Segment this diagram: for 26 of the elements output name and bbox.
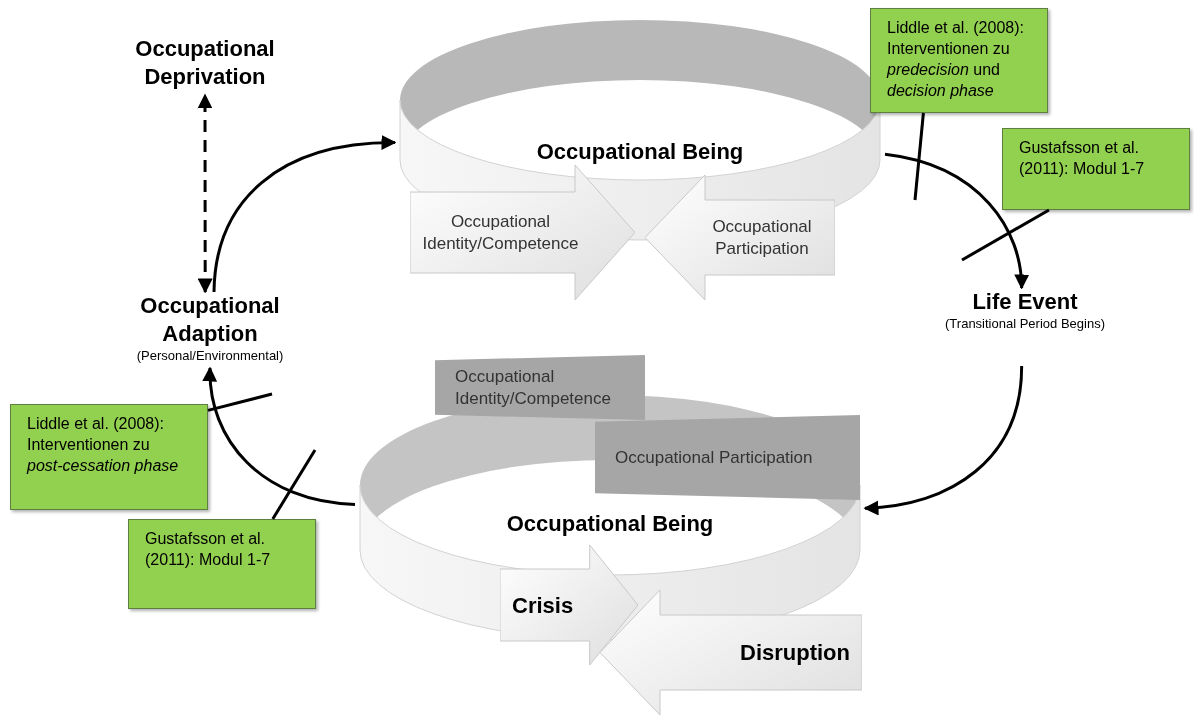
cycle-title: Occupational Being: [506, 510, 714, 538]
stage-label: Occupational Deprivation: [134, 35, 276, 91]
reference-note: Liddle et al. (2008): Interventionen zu predecision und decision phase: [870, 8, 1048, 113]
stage-label: Occupational Adaption: [139, 292, 281, 348]
reference-note: Gustafsson et al. (2011): Modul 1-7: [128, 519, 316, 609]
stage-label: Life Event: [972, 288, 1078, 316]
leader-line: [207, 392, 273, 412]
leader-line: [913, 112, 925, 201]
ring-segment: Occupational Identity/Competence: [435, 355, 645, 420]
arrow: [884, 152, 1029, 290]
cycle-segment: Crisis: [500, 545, 638, 665]
leader-line: [271, 449, 317, 520]
stage-subtitle: (Transitional Period Begins): [945, 316, 1105, 332]
reference-note: Gustafsson et al. (2011): Modul 1-7: [1002, 128, 1190, 210]
cycle-title: Occupational Being: [536, 138, 744, 166]
arrow: [197, 93, 213, 294]
cycle-segment: Disruption: [600, 590, 862, 715]
cycle-segment: Occupational Identity/Competence: [410, 165, 635, 300]
stage-subtitle: (Personal/Environmental): [136, 348, 284, 364]
reference-note: Liddle et al. (2008): Interventionen zu post-cessation phase: [10, 404, 208, 510]
arrow: [203, 366, 356, 506]
leader-line: [961, 208, 1050, 262]
arrow: [863, 365, 1024, 515]
arrow: [212, 135, 397, 293]
cycle-segment: Occupational Participation: [645, 175, 835, 300]
ring-segment: Occupational Participation: [595, 415, 860, 500]
